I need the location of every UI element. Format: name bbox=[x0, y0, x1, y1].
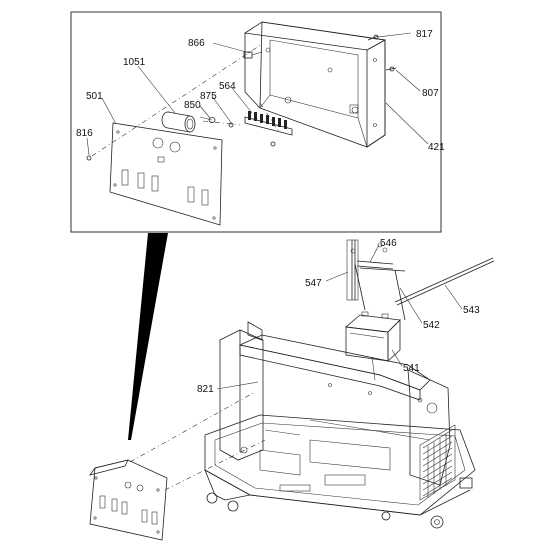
callout-817: 817 bbox=[416, 29, 433, 40]
clamp-850 bbox=[199, 116, 216, 123]
capacitor bbox=[161, 111, 196, 133]
rod-543 bbox=[394, 257, 495, 306]
callout-850: 850 bbox=[184, 100, 201, 111]
callout-807: 807 bbox=[422, 88, 439, 99]
callout-564: 564 bbox=[219, 81, 236, 92]
callout-546: 546 bbox=[380, 238, 397, 249]
callout-816: 816 bbox=[76, 128, 93, 139]
back-plate bbox=[109, 122, 223, 226]
j-bolts bbox=[346, 239, 406, 321]
callout-1051: 1051 bbox=[123, 57, 146, 68]
leader-lines bbox=[86, 32, 463, 390]
callout-547: 547 bbox=[305, 278, 322, 289]
detail-inset-frame bbox=[70, 11, 442, 233]
screw-816 bbox=[86, 155, 92, 161]
part-866 bbox=[243, 51, 263, 59]
callout-543: 543 bbox=[463, 305, 480, 316]
magnifier-wedge bbox=[128, 233, 168, 440]
battery-hold-down-bar bbox=[356, 260, 406, 272]
enclosure-box bbox=[243, 21, 387, 148]
mounted-panel bbox=[89, 459, 168, 541]
callout-501: 501 bbox=[86, 91, 103, 102]
base-frame bbox=[204, 321, 476, 529]
callout-821: 821 bbox=[197, 384, 214, 395]
vent-grille bbox=[419, 424, 456, 501]
callout-542: 542 bbox=[423, 320, 440, 331]
terminal-strip bbox=[244, 111, 293, 147]
callout-541: 541 bbox=[403, 363, 420, 374]
callout-875: 875 bbox=[200, 91, 217, 102]
screw-807 bbox=[385, 66, 397, 72]
callout-421: 421 bbox=[428, 142, 445, 153]
callout-866: 866 bbox=[188, 38, 205, 49]
